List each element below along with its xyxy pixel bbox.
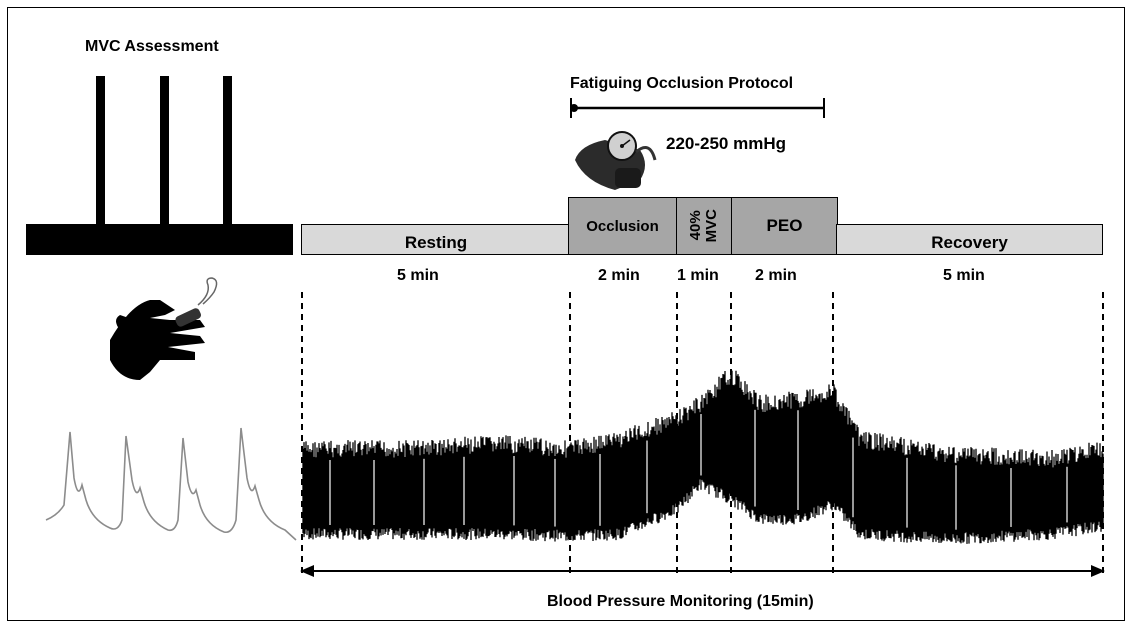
- figure-frame: [7, 7, 1125, 621]
- phase-recovery: Recovery: [836, 224, 1103, 255]
- phase-mvc-label-line1: 40%: [687, 210, 704, 242]
- phase-dividers: [301, 292, 1104, 578]
- phase-peo-label: PEO: [766, 216, 803, 235]
- phase-mvc: 40% MVC: [676, 197, 732, 255]
- duration-recovery: 5 min: [943, 267, 985, 284]
- duration-mvc: 1 min: [677, 267, 719, 284]
- phase-mvc-label: 40% MVC: [687, 209, 720, 243]
- pulse-waveform-icon: [45, 427, 297, 541]
- phase-recovery-label: Recovery: [931, 232, 1008, 252]
- phase-peo: PEO: [731, 197, 838, 255]
- phase-mvc-label-line2: MVC: [703, 209, 720, 243]
- phase-resting-label: Resting: [404, 232, 468, 252]
- pressure-label: 220-250 mmHg: [666, 134, 787, 153]
- hand-grip-icon: [110, 277, 218, 380]
- mvc-bar: [223, 76, 232, 226]
- mvc-bars: [26, 76, 293, 255]
- mvc-assessment-title: MVC Assessment: [85, 38, 219, 55]
- monitoring-arrow: [300, 565, 1105, 577]
- mvc-bar: [96, 76, 105, 226]
- phase-resting: Resting: [301, 224, 571, 255]
- phase-occlusion: Occlusion: [568, 197, 677, 255]
- protocol-bracket: [570, 98, 825, 118]
- mvc-bar: [160, 76, 169, 226]
- monitoring-label: Blood Pressure Monitoring (15min): [547, 593, 814, 610]
- mvc-baseline: [26, 224, 293, 255]
- blood-pressure-trace: [302, 370, 1104, 544]
- duration-peo: 2 min: [755, 267, 797, 284]
- duration-resting: 5 min: [397, 267, 439, 284]
- phase-occlusion-label: Occlusion: [586, 217, 659, 235]
- bp-trace-waveform: [302, 370, 1104, 544]
- sphygmomanometer-icon: [575, 131, 657, 190]
- protocol-title: Fatiguing Occlusion Protocol: [570, 75, 794, 92]
- duration-occlusion: 2 min: [598, 267, 640, 284]
